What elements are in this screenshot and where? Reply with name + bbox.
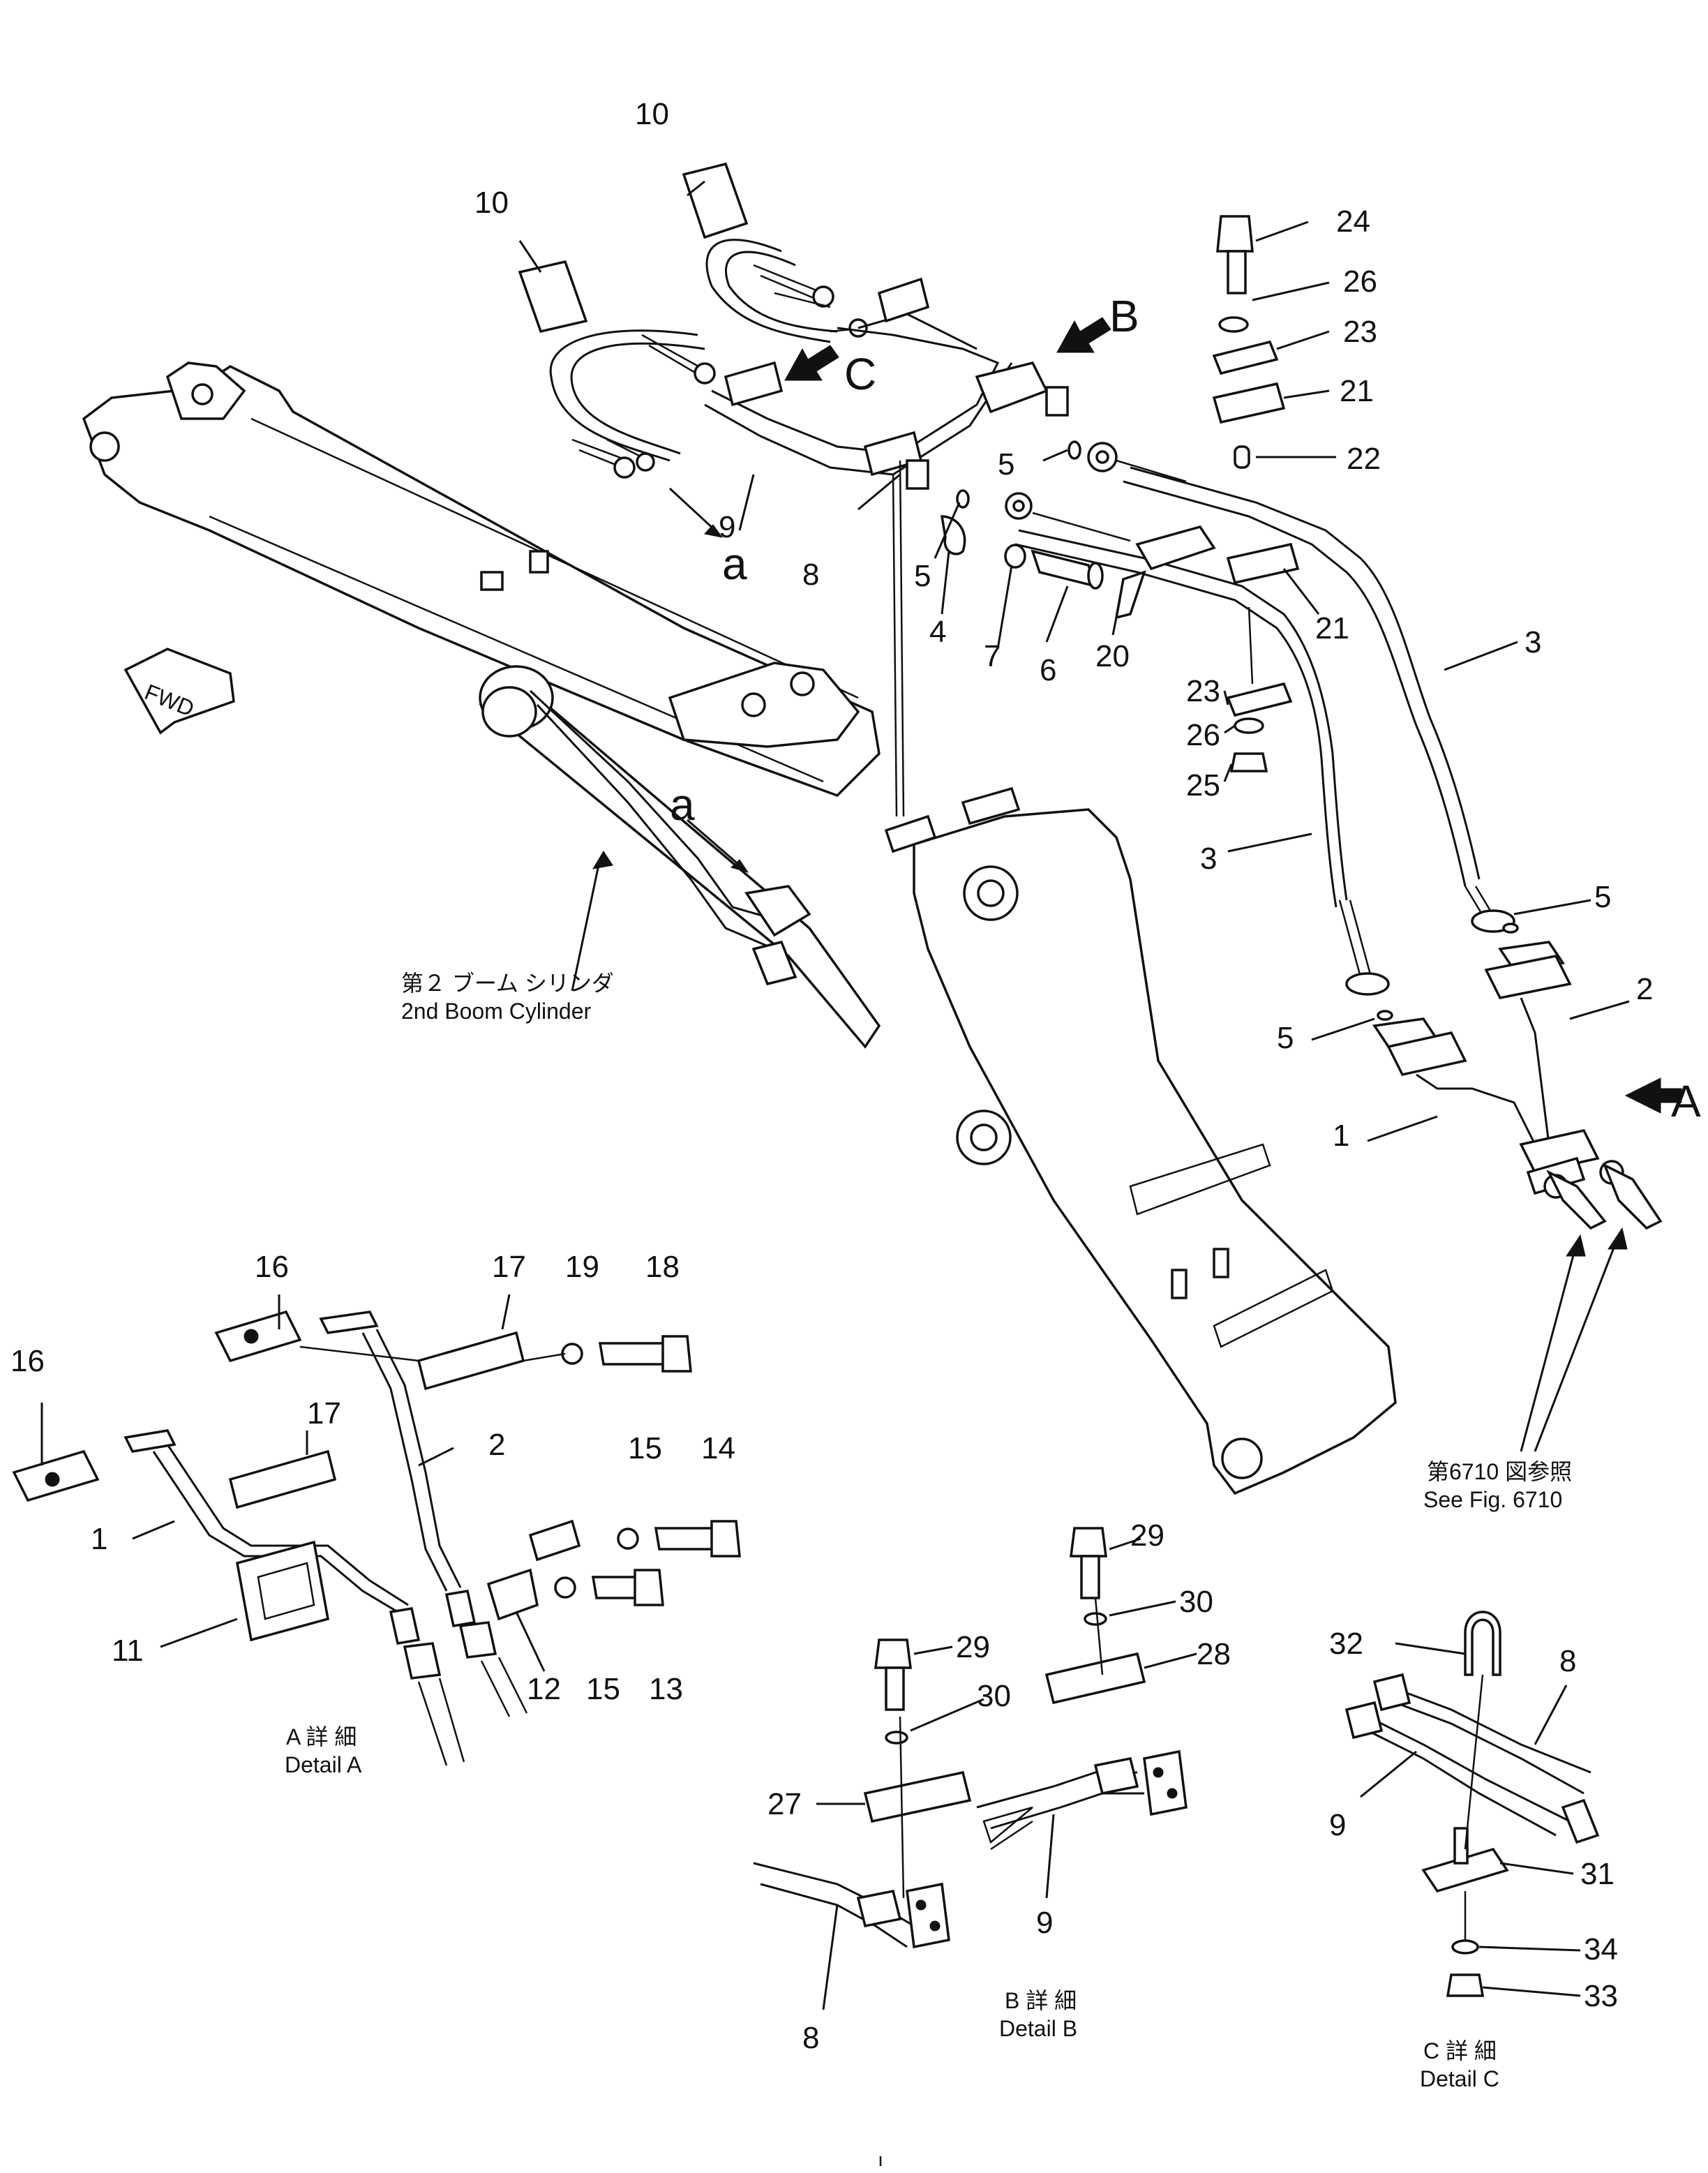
callout-13: 13 <box>649 1672 683 1706</box>
callout-26-lower: 26 <box>1186 718 1220 752</box>
callout-2-detail-a: 2 <box>488 1428 505 1462</box>
callout-29-lower: 29 <box>956 1630 990 1664</box>
boom-cylinder-caption-jp: 第２ ブーム シリンダ <box>401 971 614 996</box>
arrow-b-icon <box>1056 317 1111 353</box>
callout-5-mid: 5 <box>914 559 931 593</box>
callout-15-upper: 15 <box>628 1431 662 1465</box>
callout-21-upper: 21 <box>1340 374 1374 408</box>
callout-14: 14 <box>701 1431 735 1465</box>
callout-34: 34 <box>1584 1932 1618 1966</box>
captions: 第２ ブーム シリンダ 2nd Boom Cylinder 第6710 図参照 … <box>285 971 1572 2091</box>
callout-20: 20 <box>1095 639 1130 673</box>
arrow-a-conn-upper-icon <box>668 487 717 532</box>
callout-28: 28 <box>1197 1637 1231 1671</box>
fwd-indicator: FWD <box>123 648 235 735</box>
detail-b-caption-jp: B 詳 細 <box>1005 1988 1077 2013</box>
leader-lines <box>40 180 1630 2010</box>
callout-30-lower: 30 <box>977 1679 1011 1713</box>
detail-b-labels: 29 30 28 29 30 27 9 8 <box>767 1518 1231 2055</box>
callout-3-lower: 3 <box>1200 842 1217 876</box>
callout-12: 12 <box>527 1672 561 1706</box>
callout-17-upper: 17 <box>492 1250 526 1284</box>
second-boom <box>668 662 1397 1495</box>
callout-21-lower: 21 <box>1315 611 1349 645</box>
detail-b-caption-en: Detail B <box>999 2016 1077 2041</box>
callout-15-lower: 15 <box>586 1672 620 1706</box>
detail-a-labels: 16 16 17 19 18 17 2 15 14 1 11 12 15 13 <box>10 1250 735 1706</box>
see-fig-caption-jp: 第6710 図参照 <box>1427 1459 1572 1484</box>
callout-23-lower: 23 <box>1186 674 1220 708</box>
callout-10-left: 10 <box>474 186 509 220</box>
callout-27: 27 <box>767 1787 802 1821</box>
callout-1-detail-a: 1 <box>91 1522 107 1556</box>
connector-a-lower: a <box>670 779 695 830</box>
callout-4: 4 <box>929 615 946 649</box>
callout-1-main: 1 <box>1333 1119 1349 1153</box>
callout-9-main: 9 <box>719 510 735 544</box>
callout-31: 31 <box>1580 1857 1615 1891</box>
detail-c-drawing <box>1344 1611 1600 1997</box>
boom-cylinder-caption-en: 2nd Boom Cylinder <box>401 999 591 1024</box>
callout-5-upper: 5 <box>998 447 1014 481</box>
callout-24: 24 <box>1336 204 1370 239</box>
connector-a-upper: a <box>722 539 747 589</box>
callout-32: 32 <box>1329 1627 1363 1661</box>
arrow-a-label: A <box>1671 1076 1701 1126</box>
callout-10-upper: 10 <box>635 97 669 131</box>
callout-26-upper: 26 <box>1343 264 1377 299</box>
detail-c-labels: 32 8 9 31 34 33 <box>1329 1627 1618 2013</box>
callout-labels: 10 10 24 26 23 21 22 21 3 23 26 25 20 6 … <box>474 97 1701 1153</box>
view-arrows <box>592 317 1682 1257</box>
see-fig-caption-en: See Fig. 6710 <box>1423 1487 1562 1512</box>
callout-33: 33 <box>1584 1979 1618 2013</box>
callout-6: 6 <box>1040 653 1056 687</box>
detail-c-caption-jp: C 詳 細 <box>1423 2038 1497 2063</box>
callout-5-right: 5 <box>1594 880 1611 914</box>
arrow-a-icon <box>1624 1077 1682 1114</box>
detail-a-drawing <box>12 1310 741 1766</box>
detail-c-caption-en: Detail C <box>1420 2066 1499 2091</box>
detail-a-caption-jp: A 詳 細 <box>286 1724 357 1749</box>
detail-a-caption-en: Detail A <box>285 1752 362 1777</box>
callout-11: 11 <box>112 1634 144 1668</box>
arrow-c-label: C <box>844 349 876 399</box>
boom-cylinder <box>479 665 881 1049</box>
callout-25: 25 <box>1186 768 1220 802</box>
callout-18: 18 <box>645 1250 680 1284</box>
callout-7: 7 <box>984 639 1001 673</box>
fwd-arrow-icon <box>123 648 235 735</box>
pipe-assembly-upper <box>518 162 1069 817</box>
callout-16-upper: 16 <box>255 1250 289 1284</box>
boom-arm <box>82 361 881 798</box>
callout-17-lower: 17 <box>307 1396 341 1431</box>
callout-19: 19 <box>565 1250 599 1284</box>
callout-2-main: 2 <box>1636 972 1653 1006</box>
arrow-c-icon <box>784 345 839 381</box>
callout-3-upper: 3 <box>1525 625 1541 659</box>
callout-9-detail-c: 9 <box>1329 1808 1346 1842</box>
callout-30-upper: 30 <box>1179 1585 1213 1619</box>
arrow-a-conn-lower-icon <box>687 819 740 867</box>
callout-23-upper: 23 <box>1343 315 1377 349</box>
detail-b-drawing <box>753 1527 1188 1949</box>
callout-8-main: 8 <box>802 558 819 592</box>
callout-9-detail-b: 9 <box>1036 1906 1053 1940</box>
callout-29-upper: 29 <box>1130 1518 1164 1553</box>
callout-22: 22 <box>1347 442 1381 476</box>
callout-8-detail-c: 8 <box>1559 1644 1576 1678</box>
callout-8-detail-b: 8 <box>802 2021 819 2055</box>
callout-5-left: 5 <box>1277 1021 1294 1055</box>
callout-16-left: 16 <box>10 1344 45 1378</box>
arrow-b-label: B <box>1109 291 1139 341</box>
